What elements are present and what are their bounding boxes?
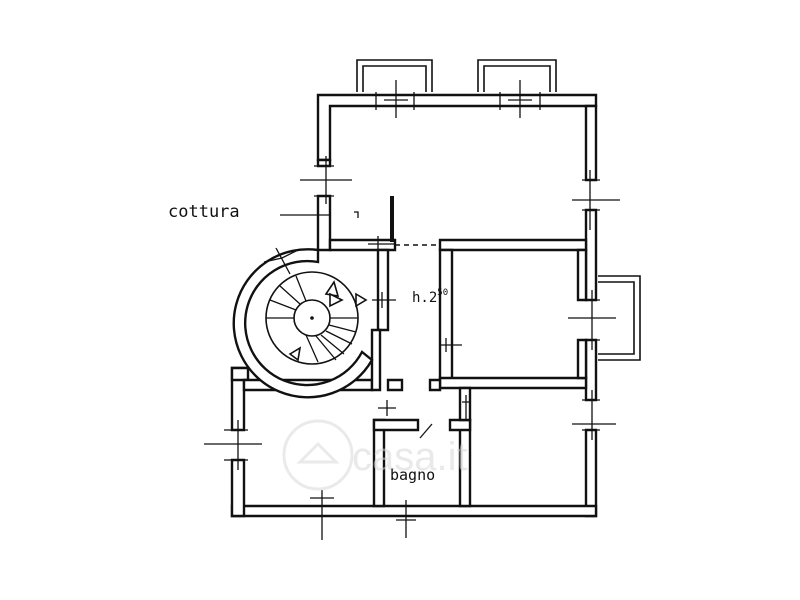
window-marks: [204, 80, 620, 540]
label-bagno: bagno: [390, 466, 435, 484]
balcony-top-right: [477, 59, 557, 92]
doors: [329, 211, 470, 439]
spiral-staircase: [232, 247, 374, 399]
balcony-right: [598, 275, 641, 361]
label-height-base: h.2: [412, 290, 437, 306]
watermark-text: casa.it: [352, 435, 468, 479]
label-cottura: cottura: [168, 202, 240, 222]
label-height: h.250: [412, 288, 448, 306]
balcony-top-left: [356, 59, 433, 92]
label-height-sup: 50: [437, 288, 448, 298]
watermark: casa.it: [282, 419, 468, 491]
